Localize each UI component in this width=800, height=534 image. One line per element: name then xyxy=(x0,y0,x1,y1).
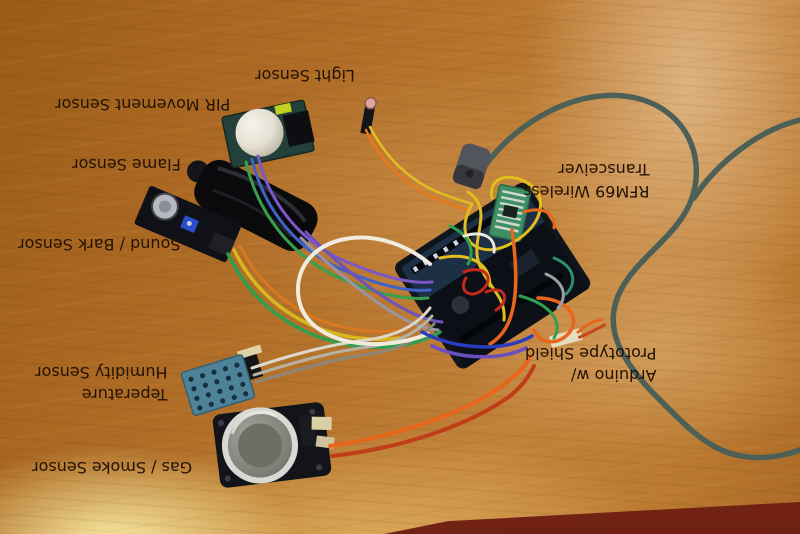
pir-wire-purple xyxy=(256,154,434,284)
shield-wire-red-1 xyxy=(461,268,490,296)
shield-wire-yellow-1 xyxy=(466,190,506,322)
pir-wire-blue xyxy=(250,157,432,292)
teal-cable-main xyxy=(473,92,800,461)
label-sound-bark-sensor: Sound / Bark Sensor xyxy=(18,235,181,255)
shield-wire-white xyxy=(462,232,496,254)
rfm69-transceiver-photo xyxy=(488,184,532,242)
label-rfm69-wireless-transceiver: RFM69 Wireless Transceiver xyxy=(523,158,650,202)
label-arduino-line1: Arduino w/ xyxy=(570,366,657,386)
label-temperature-humidity-sensor: Teperature Humidity Sensor xyxy=(35,361,167,405)
gas-wire-orange xyxy=(328,354,532,448)
shield-wire-blue xyxy=(420,330,534,349)
sound-sensor-photo xyxy=(134,186,242,262)
label-arduino-line2: Prototype Shield xyxy=(525,344,657,364)
light-wire-orange xyxy=(364,128,470,212)
label-gas-smoke-sensor: Gas / Smoke Sensor xyxy=(32,458,193,478)
sound-wire-orange xyxy=(238,244,404,333)
shield-wire-gray xyxy=(544,272,565,310)
shield-wire-purple xyxy=(430,344,528,359)
light-sensor-photo xyxy=(360,96,377,135)
shield-wire-orange-2 xyxy=(532,296,576,344)
teal-cable xyxy=(473,92,800,461)
pir-sensor-photo xyxy=(221,99,315,169)
shield-wire-green-1 xyxy=(518,294,559,340)
dht-wire-lightgray xyxy=(252,314,434,377)
gas-wire-redorange xyxy=(330,364,536,458)
label-light-sensor: Light Sensor xyxy=(255,66,355,86)
shield-wire-orange-1 xyxy=(488,228,518,346)
label-pir-movement-sensor: PIR Movement Sensor xyxy=(55,95,231,115)
label-temperature-line1: Teperature xyxy=(81,385,168,405)
light-wire-yellow xyxy=(368,125,474,206)
rfm69-wire-orange xyxy=(522,208,556,230)
label-temperature-line2: Humidity Sensor xyxy=(35,363,168,383)
pir-wire-green xyxy=(244,160,430,300)
white-wire-loop xyxy=(295,235,432,347)
label-rfm69-line2: Transceiver xyxy=(558,160,650,180)
label-arduino-prototype-shield: Arduino w/ Prototype Shield xyxy=(525,342,656,386)
jumper-wires xyxy=(226,125,576,458)
flame-wire-purple xyxy=(304,230,444,324)
dht11-sensor-photo xyxy=(180,344,264,416)
shield-wire-teal xyxy=(552,256,575,296)
label-flame-sensor: Flame Sensor xyxy=(72,155,181,175)
dht-wire-gray xyxy=(254,322,436,384)
flame-wire-gray xyxy=(299,236,440,332)
dht-wire-white xyxy=(250,306,432,370)
teal-cable-branch xyxy=(691,117,800,201)
shield-wire-green-2 xyxy=(448,224,473,266)
cable-end-connector-photo xyxy=(452,143,491,190)
gas-smoke-sensor-photo xyxy=(212,402,335,488)
shield-wire-red-2 xyxy=(484,288,507,312)
label-rfm69-line1: RFM69 Wireless xyxy=(523,182,650,202)
